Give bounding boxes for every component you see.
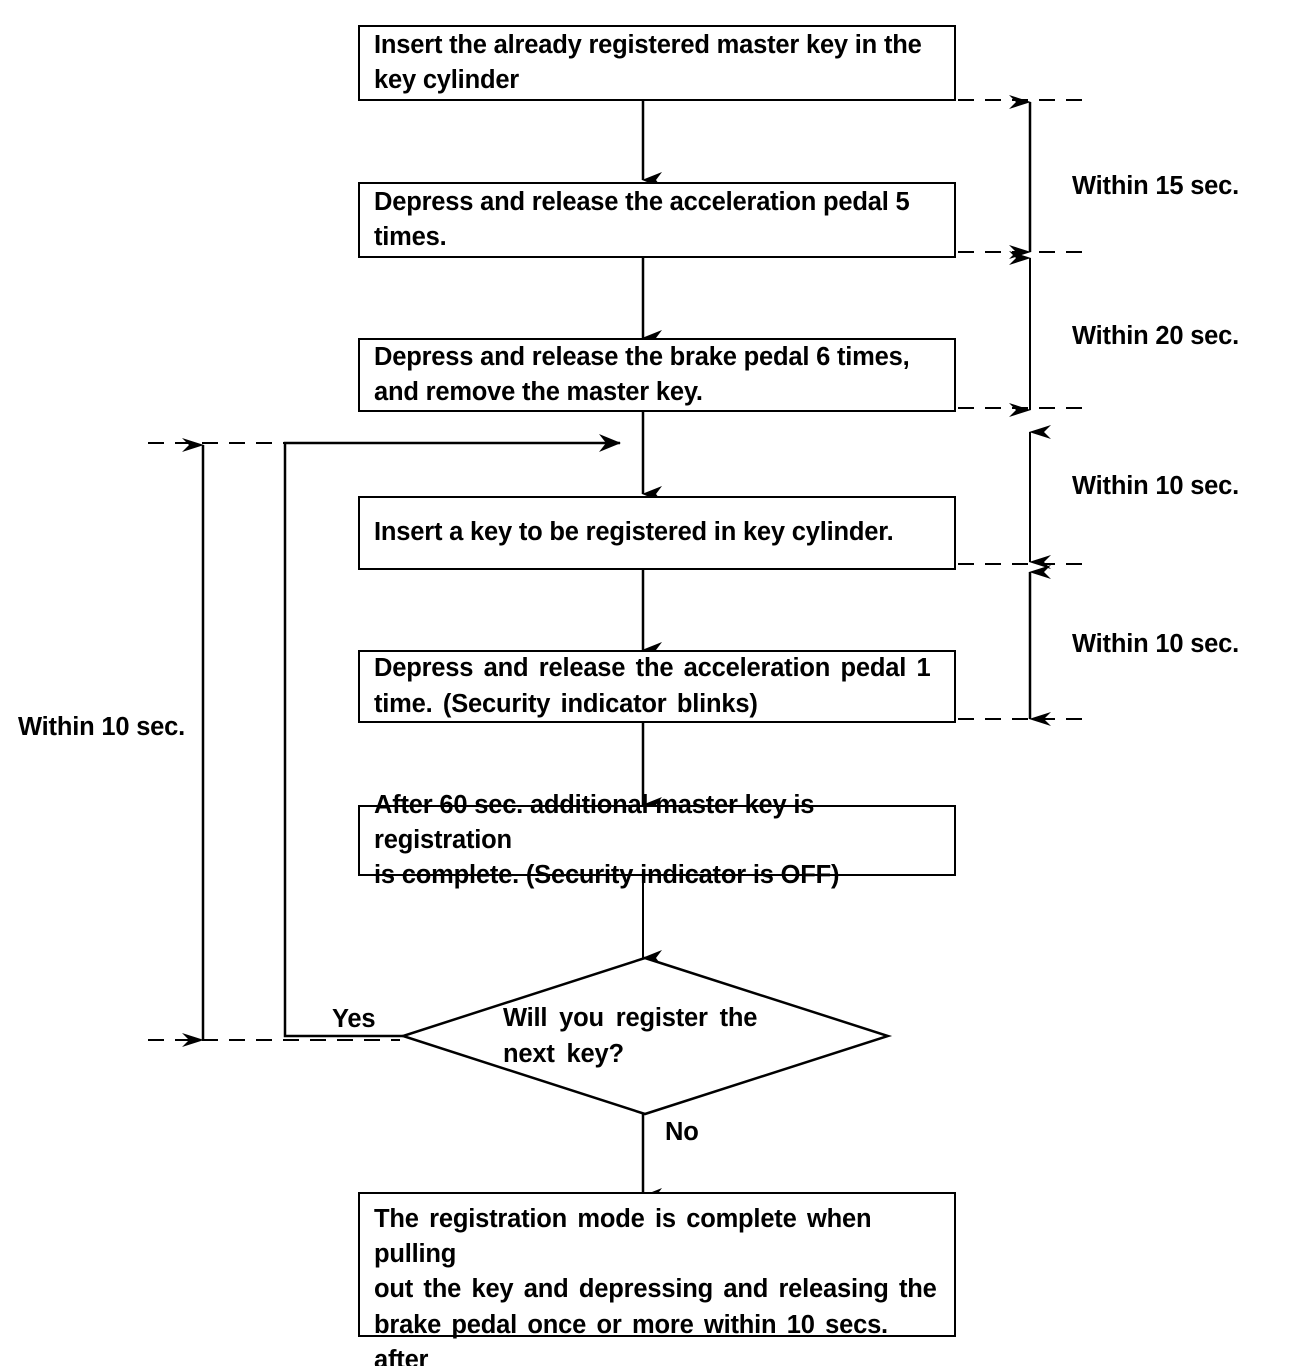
step-insert-new-key-text: Insert a key to be registered in key cyl… [374,518,894,547]
step-accel-pedal-5-text: Depress and release the acceleration ped… [374,187,910,251]
step-registration-mode-complete[interactable]: The registration mode is complete when p… [358,1192,956,1366]
decision-diamond [398,956,893,1116]
step-brake-pedal-6-text: Depress and release the brake pedal 6 ti… [374,342,910,406]
step-accel-pedal-5[interactable]: Depress and release the acceleration ped… [358,182,956,258]
timing-within-10-loop: Within 10 sec. [18,713,186,741]
timing-within-15: Within 15 sec. [1072,172,1240,200]
timing-within-20: Within 20 sec. [1072,322,1240,350]
step-accel-pedal-1-text: Depress and release the acceleration ped… [374,654,931,718]
step-accel-pedal-1[interactable]: Depress and release the acceleration ped… [358,650,956,723]
step-registration-complete[interactable]: After 60 sec. additional master key is r… [358,791,956,889]
timing-within-10-b: Within 10 sec. [1072,630,1240,658]
branch-label-no: No [665,1118,699,1146]
step-registration-complete-text: After 60 sec. additional master key is r… [374,790,840,890]
timing-within-10-a: Within 10 sec. [1072,472,1240,500]
step-insert-master-key-text: Insert the already registered master key… [374,30,922,94]
step-insert-new-key[interactable]: Insert a key to be registered in key cyl… [358,496,956,570]
step-insert-master-key[interactable]: Insert the already registered master key… [358,25,956,101]
branch-label-yes: Yes [332,1005,376,1033]
decision-register-next-key-text: Will you register the next key? [503,1004,758,1069]
step-registration-mode-complete-text: The registration mode is complete when p… [374,1205,937,1366]
step-brake-pedal-6[interactable]: Depress and release the brake pedal 6 ti… [358,338,956,412]
feedback-loop-yes [283,434,621,1038]
